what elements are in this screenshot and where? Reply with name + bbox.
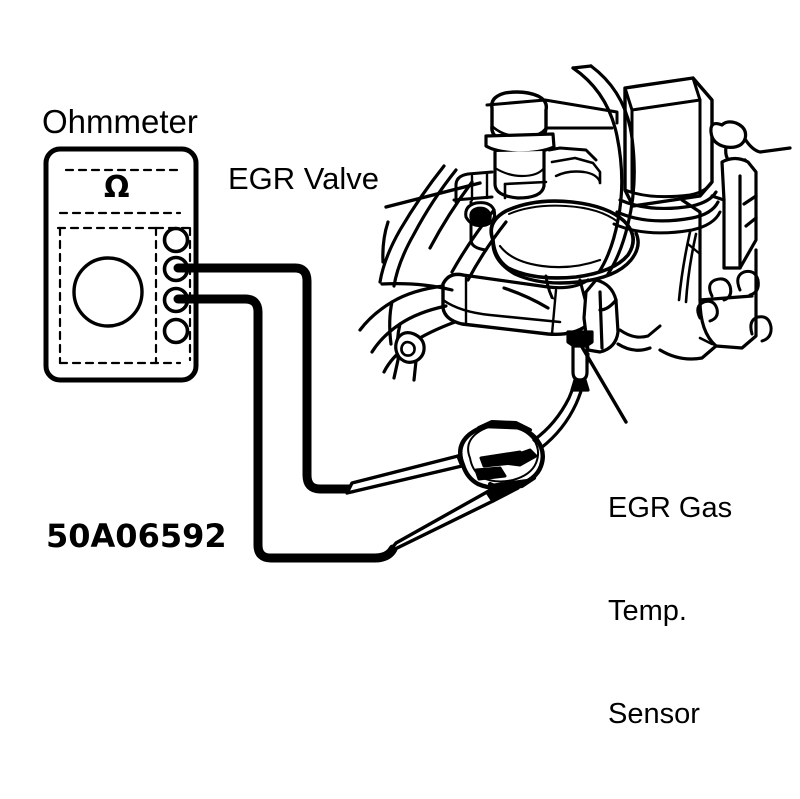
egr-valve-label: EGR Valve <box>228 161 380 196</box>
vacuum-hose <box>571 64 636 276</box>
ohmmeter-dial[interactable] <box>72 256 144 328</box>
upper-test-lead <box>173 263 357 494</box>
ohmmeter-panel-outline <box>56 168 192 365</box>
lower-test-lead <box>173 294 398 563</box>
sensor-label-line-3: Sensor <box>608 697 700 730</box>
egr-gas-temp-sensor-connector[interactable] <box>458 420 545 491</box>
ohmmeter-terminal-1[interactable] <box>162 226 190 254</box>
sensor-label-line-1: EGR Gas <box>608 492 733 525</box>
test-lead-wires <box>173 263 398 563</box>
leader-lines <box>384 181 628 424</box>
ohmmeter-terminal-4[interactable] <box>162 317 190 345</box>
egr-gas-temp-sensor-label: EGR Gas Temp. Sensor <box>608 423 732 799</box>
sensor-leader <box>580 345 628 424</box>
ohmmeter-label: Ohmmeter <box>42 103 198 140</box>
egr-valve-leader <box>384 181 482 209</box>
ohmmeter-body <box>43 146 199 383</box>
sensor-label-line-2: Temp. <box>608 595 687 628</box>
lower-bracket <box>380 282 550 310</box>
egr-valve <box>484 90 640 312</box>
engine-block <box>658 198 773 361</box>
egr-gas-temp-sensor <box>566 330 594 392</box>
engine-top-plate <box>485 98 619 200</box>
ohm-symbol: Ω <box>104 170 130 205</box>
engine-rails <box>378 164 508 288</box>
manifold-flange <box>582 278 662 354</box>
hose-bundle <box>358 284 457 382</box>
line-art-illustration <box>43 64 792 563</box>
part-number-label: 50A06592 <box>46 517 227 555</box>
air-intake-chamber <box>612 76 722 235</box>
engine-illustration <box>358 64 792 392</box>
engine-side-bracket <box>710 156 758 270</box>
diagram-canvas: Ohmmeter EGR Valve EGR Gas Temp. Sensor … <box>42 64 792 730</box>
